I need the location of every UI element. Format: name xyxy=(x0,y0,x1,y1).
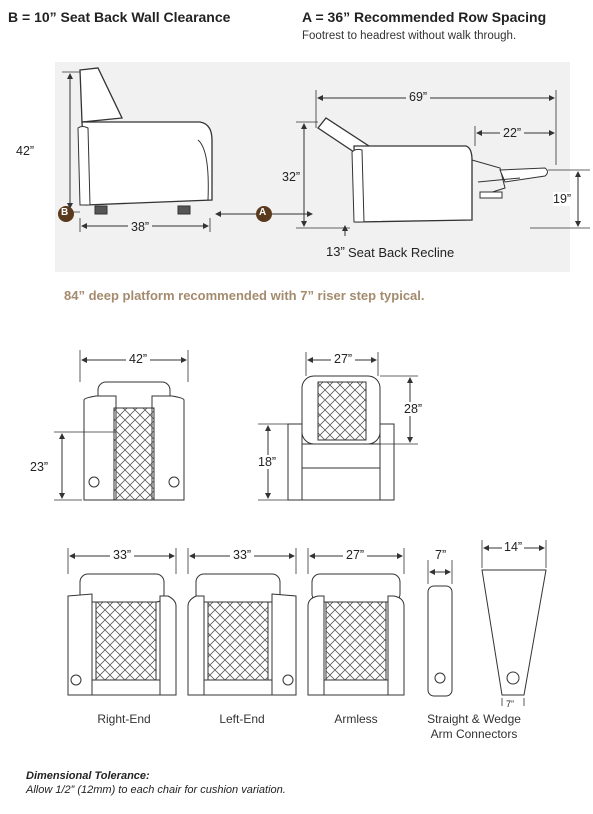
tolerance-title: Dimensional Tolerance: xyxy=(26,770,150,782)
marker-b-badge xyxy=(58,206,74,222)
depth-38-label: 38” xyxy=(128,220,153,234)
chair-back-front-view-icon xyxy=(287,375,395,501)
platform-note: 84” deep platform recommended with 7” ri… xyxy=(64,288,425,303)
recline-width-69-label: 69” xyxy=(406,90,431,104)
row-spacing-title: A = 36” Recommended Row Spacing xyxy=(302,9,547,25)
right-end-width-label: 33” xyxy=(110,548,135,562)
left-end-chair-icon xyxy=(187,573,297,696)
reclined-chair-side-icon xyxy=(317,117,548,223)
upright-chair-side-icon xyxy=(77,67,213,215)
marker-a-badge xyxy=(256,206,272,222)
footrest-22-label: 22” xyxy=(500,126,525,140)
back-height-28-label: 28” xyxy=(404,402,423,416)
armless-width-label: 27” xyxy=(343,548,368,562)
row-spacing-subtitle: Footrest to headrest without walk throug… xyxy=(302,30,517,42)
straight-connector-icon xyxy=(427,585,453,697)
chair-front-view-icon xyxy=(83,381,185,501)
right-end-chair-icon xyxy=(67,573,177,696)
wall-clearance-title: B = 10” Seat Back Wall Clearance xyxy=(8,9,231,25)
front-width-42-label: 42” xyxy=(126,352,151,366)
right-end-caption: Right-End xyxy=(97,712,151,726)
footrest-height-19-label: 19” xyxy=(553,192,572,206)
left-end-width-label: 33” xyxy=(230,548,255,562)
wedge-connector-icon xyxy=(481,569,547,696)
recline-13-label: 13” xyxy=(326,244,345,259)
wedge-top-width-label: 14” xyxy=(502,540,525,554)
armless-chair-icon xyxy=(307,573,405,696)
left-end-caption: Left-End xyxy=(219,712,265,726)
tolerance-body: Allow 1/2” (12mm) to each chair for cush… xyxy=(26,784,286,796)
height-42-label: 42” xyxy=(16,144,35,158)
wedge-bottom-width-label: 7” xyxy=(506,699,515,709)
armless-caption: Armless xyxy=(334,712,378,726)
marker-a-label: A xyxy=(259,207,267,218)
marker-b-label: B xyxy=(61,207,69,218)
seat-height-18-label: 18” xyxy=(258,455,277,469)
front-width-27-label: 27” xyxy=(331,352,356,366)
connector-caption-line2: Arm Connectors xyxy=(430,727,518,741)
arm-height-23-label: 23” xyxy=(30,460,49,474)
recline-caption: Seat Back Recline xyxy=(348,245,455,260)
straight-connector-width-label: 7” xyxy=(435,548,447,562)
connector-caption-line1: Straight & Wedge xyxy=(427,712,521,726)
seat-height-32-label: 32” xyxy=(282,170,301,184)
